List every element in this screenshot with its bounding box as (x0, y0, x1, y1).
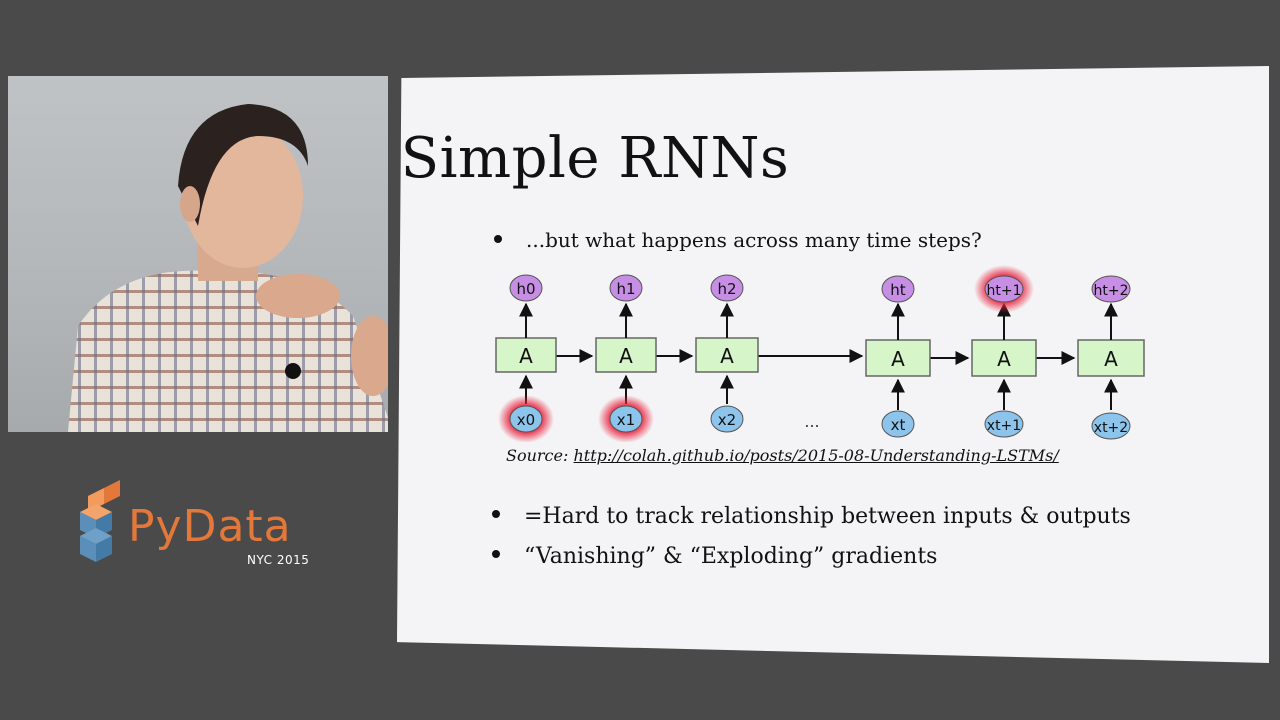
cell-label: A (997, 347, 1011, 371)
bullet-dot (494, 234, 502, 243)
rnn-cell-t: A (865, 339, 931, 377)
logo-py: Py (128, 501, 183, 552)
bullet-2-text: =Hard to track relationship between inpu… (524, 504, 1131, 529)
rnn-cell-0: A (495, 337, 557, 373)
cell-label: A (891, 347, 905, 371)
input-node-xt1: xt+1 (984, 410, 1024, 438)
input-node-x2: x2 (710, 405, 744, 433)
cell-label: A (619, 344, 633, 368)
svg-text:xt+1: xt+1 (987, 418, 1021, 434)
logo-data: Data (182, 501, 292, 552)
svg-text:xt+2: xt+2 (1094, 420, 1128, 436)
svg-text:ht+1: ht+1 (987, 283, 1022, 299)
speaker-video (8, 76, 388, 432)
bullet-3-text: “Vanishing” & “Exploding” gradients (524, 544, 938, 569)
bullet-2: =Hard to track relationship between inpu… (492, 504, 1131, 529)
bullet-1-text: ...but what happens across many time ste… (526, 228, 982, 252)
slide-title: Simple RNNs (400, 126, 790, 191)
source-citation: Source: http://colah.github.io/posts/201… (506, 446, 1059, 465)
output-node-ht2: ht+2 (1091, 275, 1131, 303)
svg-text:x2: x2 (718, 411, 736, 429)
rnn-cell-1: A (595, 337, 657, 373)
input-node-x0-highlighted: x0 (498, 395, 554, 442)
input-node-xt: xt (881, 410, 915, 438)
rnn-cell-t1: A (971, 339, 1037, 377)
output-node-ht: ht (881, 275, 915, 303)
speaker-figure (68, 104, 388, 432)
rnn-cell-2: A (695, 337, 759, 373)
source-link[interactable]: http://colah.github.io/posts/2015-08-Und… (573, 446, 1059, 465)
bullet-dot (492, 550, 500, 558)
logo-subtitle: NYC 2015 (247, 553, 310, 567)
rnn-diagram: A A A A A A h0 h1 h2 (495, 265, 1145, 442)
cell-label: A (1104, 347, 1118, 371)
pydata-logo (80, 480, 120, 562)
svg-text:ht+2: ht+2 (1094, 283, 1129, 299)
output-node-h2: h2 (710, 274, 744, 302)
bullet-3: “Vanishing” & “Exploding” gradients (492, 544, 937, 569)
svg-text:ht: ht (890, 281, 906, 299)
svg-text:x0: x0 (517, 411, 535, 429)
cell-label: A (720, 344, 734, 368)
output-node-h1: h1 (609, 274, 643, 302)
svg-text:h2: h2 (717, 280, 736, 298)
input-node-x1-highlighted: x1 (598, 395, 654, 442)
svg-text:h1: h1 (616, 280, 635, 298)
svg-text:h0: h0 (516, 280, 535, 298)
cell-label: A (519, 344, 533, 368)
source-label: Source: (506, 446, 569, 465)
svg-text:x1: x1 (617, 411, 635, 429)
svg-text:xt: xt (891, 416, 906, 434)
logo-wordmark: PyData (128, 505, 292, 549)
diagram-ellipsis: ... (804, 412, 819, 431)
bullet-dot (492, 510, 500, 518)
input-node-xt2: xt+2 (1091, 412, 1131, 440)
output-node-h0: h0 (509, 274, 543, 302)
bullet-1: ...but what happens across many time ste… (494, 228, 982, 252)
rnn-cell-t2: A (1077, 339, 1145, 377)
output-node-ht1-highlighted: ht+1 (974, 265, 1034, 313)
